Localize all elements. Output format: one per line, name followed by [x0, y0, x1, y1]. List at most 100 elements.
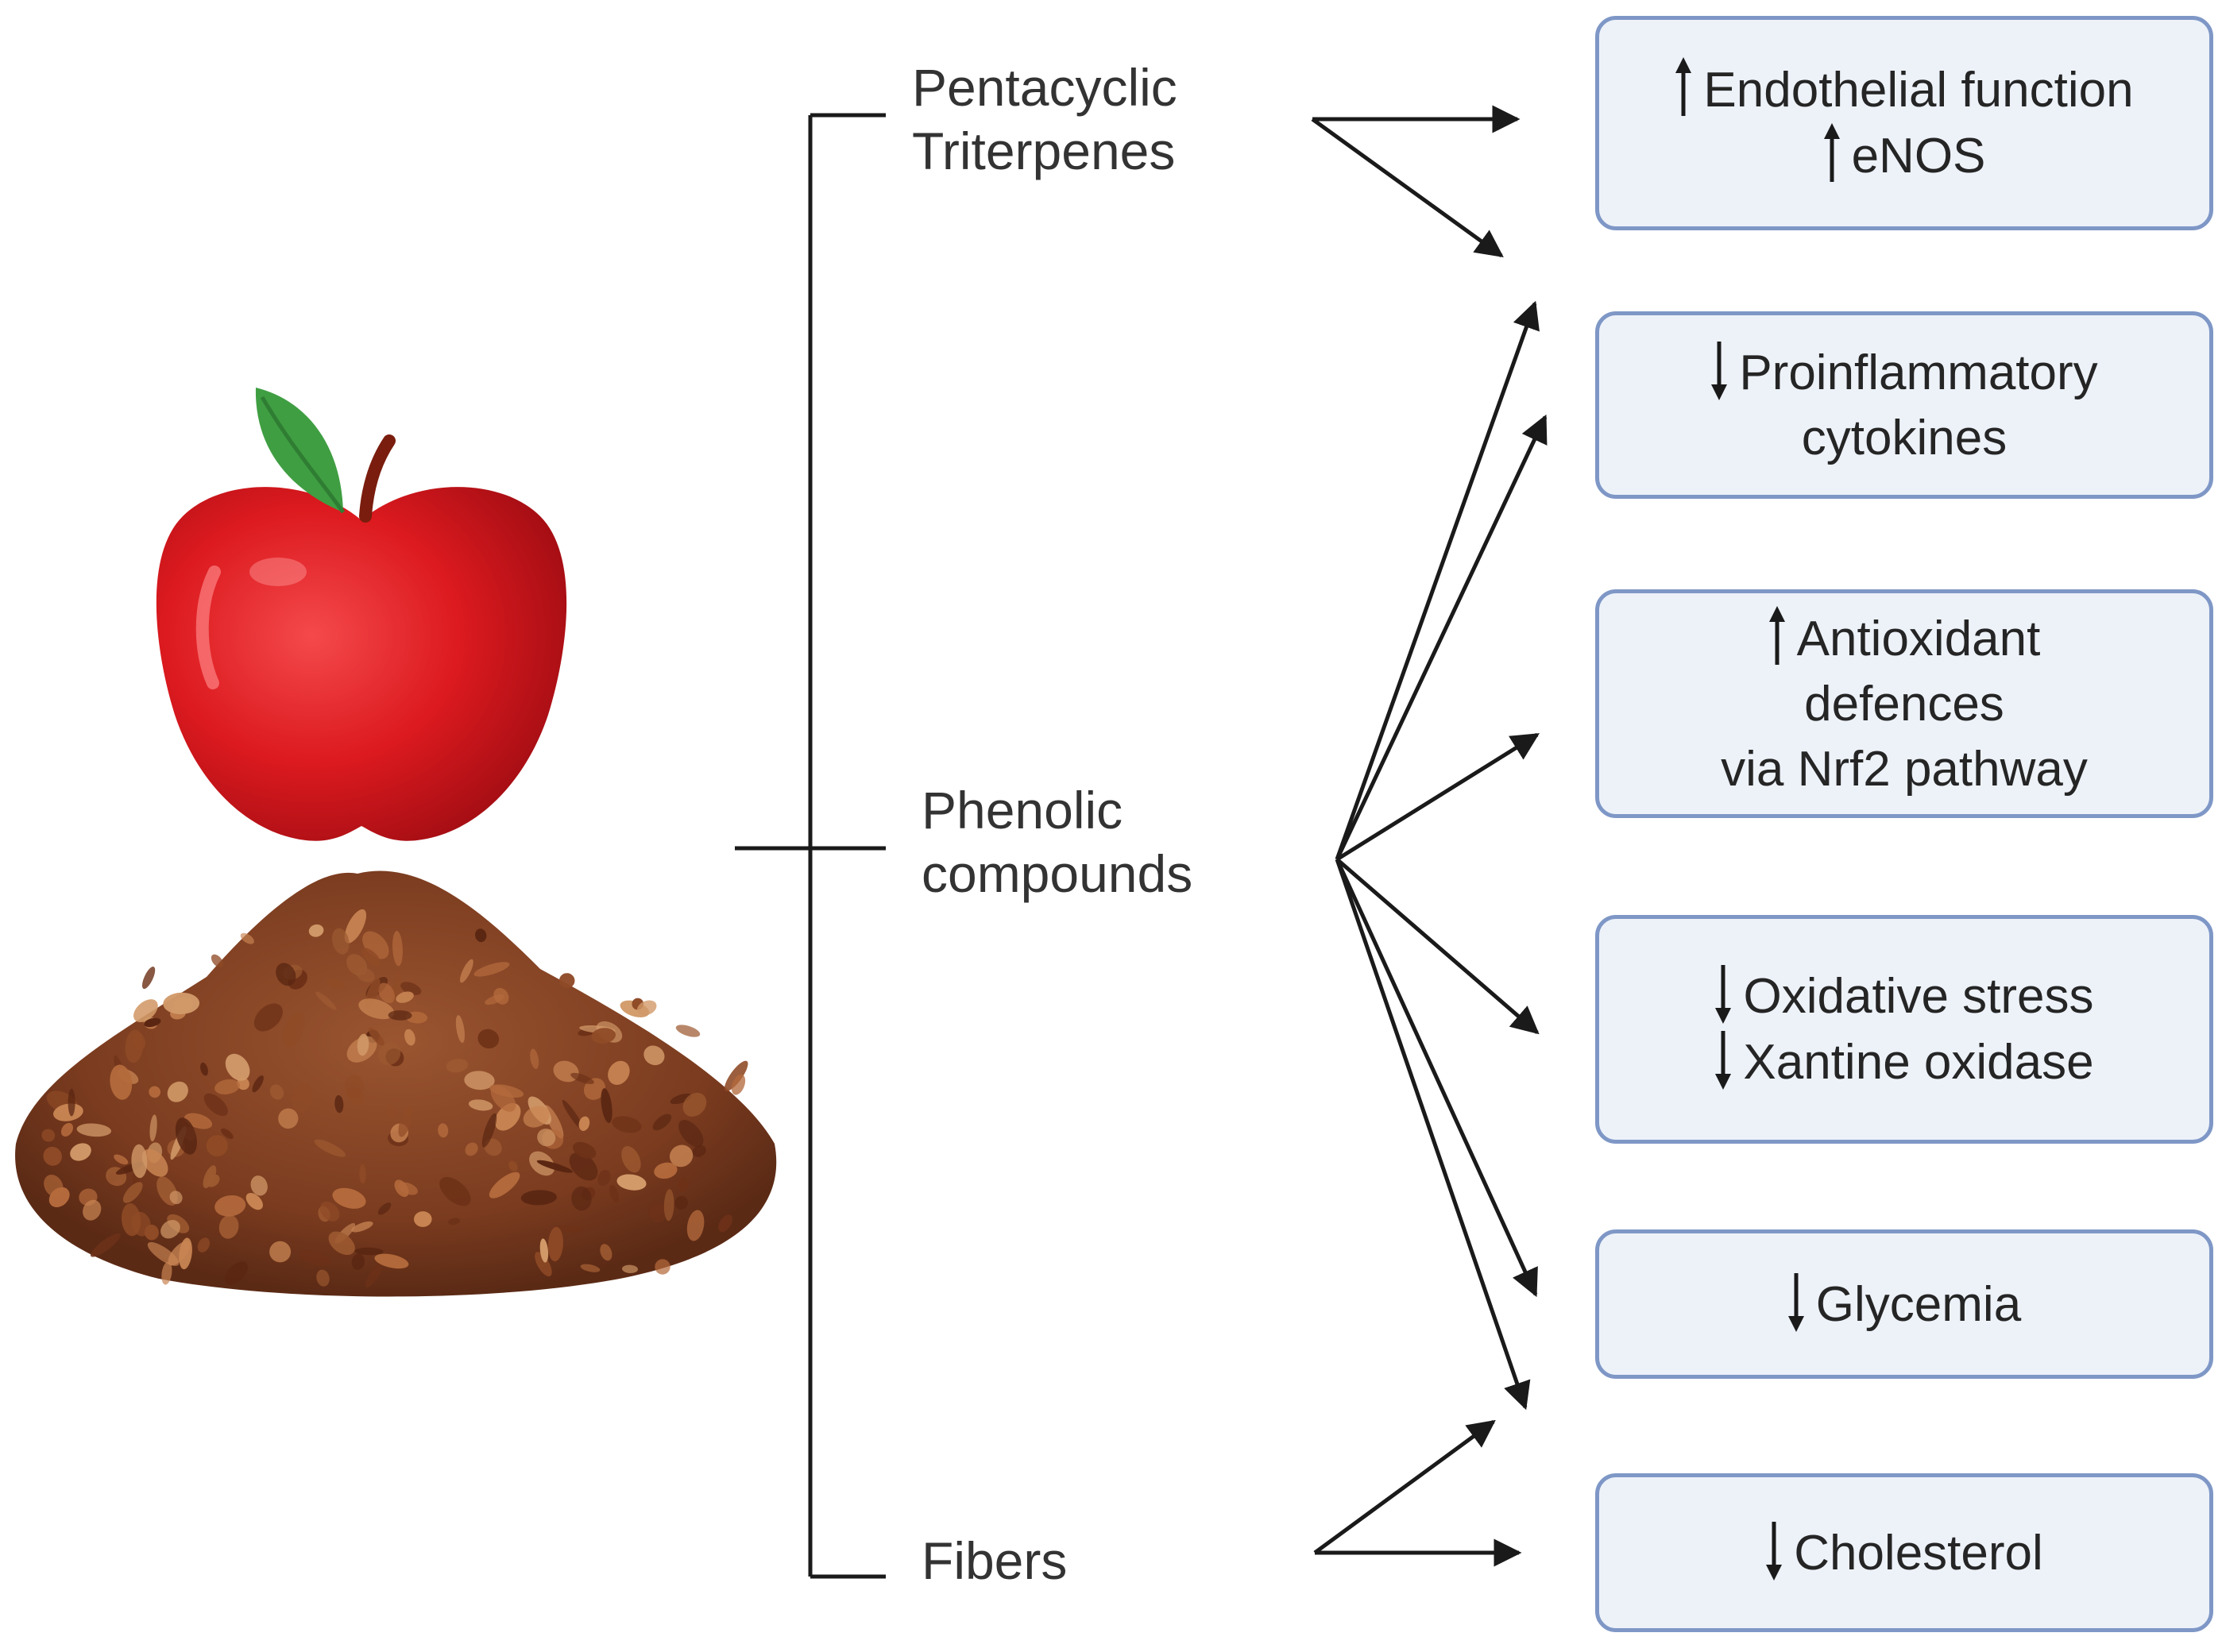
- pomace-flake: [149, 1086, 161, 1098]
- pomace-flake: [76, 1123, 112, 1137]
- pomace-flake: [636, 1000, 657, 1016]
- pomace-flake: [398, 1106, 413, 1137]
- pomace-flake: [253, 1003, 283, 1032]
- decrease-arrow-icon: [1714, 963, 1732, 1024]
- pomace-flake: [334, 1094, 344, 1114]
- pomace-flake: [144, 1224, 159, 1241]
- pomace-flake: [489, 1171, 520, 1198]
- effect-line-text: defences: [1804, 676, 2004, 731]
- pomace-flake: [356, 967, 375, 982]
- pomace-flake: [269, 1084, 284, 1100]
- decrease-arrow-icon: [1765, 1520, 1783, 1581]
- pomace-flake: [144, 1017, 161, 1028]
- effect-line: eNOS: [1675, 123, 2133, 189]
- arrow-fibers-to-glycemia: [1313, 1419, 1496, 1555]
- pomace-flake: [147, 1241, 180, 1266]
- effect-line: Antioxidant: [1721, 605, 2088, 672]
- pomace-flake: [203, 1165, 217, 1188]
- pomace-flake: [221, 1128, 234, 1140]
- effect-text-endothelial: Endothelial function eNOS: [1675, 57, 2134, 189]
- pomace-flake: [414, 1211, 432, 1227]
- apple-illustration: [156, 388, 567, 841]
- pomace-flake: [377, 1042, 401, 1066]
- effect-line-text: Xantine oxidase: [1743, 1035, 2094, 1090]
- pomace-flake: [368, 1028, 385, 1046]
- pomace-flake: [643, 1045, 665, 1066]
- pomace-flake: [269, 1241, 292, 1263]
- pomace-flake: [278, 1108, 299, 1129]
- pomace-flake: [357, 1033, 369, 1056]
- pomace-flake: [316, 1269, 330, 1287]
- effect-arrows: [1311, 105, 1548, 1567]
- pomace-flake: [315, 991, 337, 1010]
- pomace-flake: [448, 1218, 461, 1225]
- pomace-flake: [562, 1099, 583, 1130]
- pomace-flake: [475, 928, 487, 943]
- pomace-flake: [468, 1099, 493, 1111]
- pomace-flake: [616, 1174, 647, 1191]
- pomace-flake: [392, 931, 403, 967]
- pomace-flake: [612, 1116, 642, 1133]
- effect-text-glycemia: Glycemia: [1787, 1272, 2021, 1337]
- pomace-flake: [224, 1261, 249, 1285]
- pomace-flake: [597, 1170, 611, 1187]
- increase-arrow-icon: [1768, 605, 1786, 666]
- source-label-fibers: Fibers: [922, 1531, 1068, 1590]
- pomace-flake: [385, 1104, 396, 1119]
- effect-line-text: Antioxidant: [1796, 611, 2041, 666]
- effect-line: defences: [1721, 672, 2088, 737]
- pomace-flake: [573, 1141, 597, 1159]
- effect-line-text: via Nrf2 pathway: [1721, 741, 2088, 797]
- pomace-flake: [358, 998, 395, 1020]
- effect-line-text: Cholesterol: [1794, 1525, 2043, 1581]
- pomace-flake: [464, 1071, 495, 1090]
- effect-line: Glycemia: [1787, 1272, 2021, 1337]
- pomace-flake: [678, 1120, 704, 1148]
- effect-text-cholesterol: Cholesterol: [1765, 1520, 2043, 1586]
- pomace-flake: [670, 1093, 692, 1105]
- pomace-flake: [718, 1214, 733, 1233]
- effect-line-text: eNOS: [1851, 129, 1986, 183]
- pomace-flake: [41, 1129, 56, 1142]
- pomace-flake: [377, 1202, 392, 1215]
- arrow-triterpenes-to-cytokines: [1311, 117, 1504, 258]
- increase-arrow-icon: [1823, 123, 1841, 183]
- pomace-flake: [682, 1092, 707, 1117]
- effect-line: via Nrf2 pathway: [1721, 737, 2088, 802]
- arrow-phenolic-to-endothelial: [1335, 300, 1540, 860]
- pomace-flake: [555, 1225, 584, 1233]
- effect-line-text: cytokines: [1801, 410, 2008, 465]
- pomace-flake: [378, 982, 396, 1004]
- pomace-flake: [200, 1062, 208, 1076]
- pomace-flake: [365, 1262, 383, 1288]
- pomace-flake: [252, 1075, 264, 1093]
- pomace-flake: [460, 959, 473, 983]
- pomace-flake: [149, 1114, 157, 1142]
- pomace-flake: [622, 1264, 638, 1274]
- pomace-flake: [175, 1117, 197, 1155]
- pomace-flake: [141, 1148, 168, 1177]
- effect-line-text: Endothelial function: [1703, 63, 2134, 118]
- pomace-flake: [481, 1113, 497, 1148]
- pomace-flake: [655, 1259, 670, 1275]
- pomace-flake: [133, 1032, 146, 1050]
- pomace-flake: [537, 1129, 556, 1147]
- pomace-flake: [647, 1200, 667, 1222]
- pomace-flake: [326, 977, 346, 990]
- pomace-flake: [438, 1123, 449, 1138]
- pomace-flake: [724, 1060, 748, 1091]
- pomace-flake: [508, 1160, 518, 1171]
- effect-line-text: Glycemia: [1815, 1276, 2022, 1332]
- pomace-flake: [250, 1175, 268, 1196]
- pomace-flake: [404, 1029, 415, 1046]
- pomace-flake: [141, 967, 156, 990]
- pomace-flake: [225, 1053, 250, 1081]
- source-bracket: [735, 113, 886, 1579]
- effect-box-endothelial: Endothelial function eNOS: [1595, 16, 2213, 230]
- pomace-flake: [282, 1012, 305, 1048]
- pomace-flake: [319, 1201, 340, 1222]
- pomace-flake: [473, 962, 510, 977]
- pomace-flake: [214, 1195, 246, 1217]
